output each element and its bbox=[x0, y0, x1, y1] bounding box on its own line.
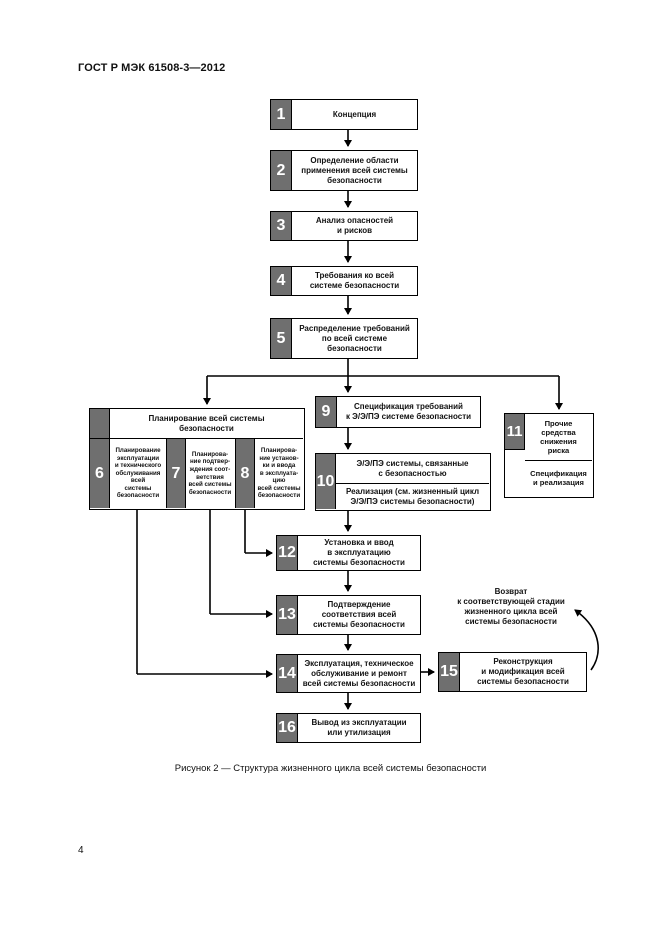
stage-number: 1 bbox=[271, 100, 292, 129]
stage-15-modification: 15 Реконструкция и модификация всей сист… bbox=[438, 652, 587, 692]
stage-number: 3 bbox=[271, 212, 292, 240]
stage-7-number: 7 bbox=[166, 439, 186, 508]
stage-number: 10 bbox=[316, 454, 336, 509]
stage-label: Вывод из эксплуатации или утилизация bbox=[311, 718, 407, 737]
stage-2-scope: 2 Определение области применения всей си… bbox=[270, 150, 418, 191]
stage-number: 13 bbox=[277, 596, 298, 634]
return-note: Возврат к соответствующей стадии жизненн… bbox=[457, 587, 565, 626]
stage-label: Распределение требований по всей системе… bbox=[299, 323, 410, 353]
stage-9-ee-pe-requirements: 9 Спецификация требований к Э/Э/ПЭ систе… bbox=[315, 396, 481, 428]
divider bbox=[336, 483, 489, 484]
stage-10-label: Э/Э/ПЭ системы, связанные с безопасность… bbox=[356, 459, 469, 478]
divider bbox=[90, 438, 303, 439]
stage-label: Анализ опасностей и рисков bbox=[315, 216, 394, 235]
stage-5-allocation: 5 Распределение требований по всей систе… bbox=[270, 318, 418, 359]
stage-label: Требования ко всей системе безопасности bbox=[309, 271, 400, 290]
stage-number: 9 bbox=[316, 397, 337, 427]
divider bbox=[525, 460, 592, 461]
stage-number: 15 bbox=[439, 653, 460, 691]
stage-4-requirements: 4 Требования ко всей системе безопасност… bbox=[270, 266, 418, 296]
stage-11-implementation: Спецификация и реализация bbox=[530, 469, 587, 487]
stage-8-number: 8 bbox=[235, 439, 255, 508]
page-number: 4 bbox=[78, 845, 84, 856]
stage-number: 14 bbox=[277, 655, 298, 692]
planning-group: Планирование всей системы безопасности 6… bbox=[89, 408, 305, 510]
stage-label: Подтверждение соответствия всей системы … bbox=[313, 600, 405, 629]
stage-label: Эксплуатация, техническое обслуживание и… bbox=[302, 658, 416, 688]
stage-label: Концепция bbox=[332, 109, 377, 119]
stage-label: Спецификация требований к Э/Э/ПЭ системе… bbox=[345, 402, 472, 421]
stage-3-hazard-analysis: 3 Анализ опасностей и рисков bbox=[270, 211, 418, 241]
stage-number: 12 bbox=[277, 536, 298, 570]
planning-title-shade bbox=[90, 409, 110, 439]
figure-caption: Рисунок 2 — Структура жизненного цикла в… bbox=[174, 763, 487, 774]
stage-6-label: Планирование эксплуатации и технического… bbox=[114, 446, 162, 500]
stage-6-number: 6 bbox=[90, 439, 110, 508]
stage-number: 2 bbox=[271, 151, 292, 190]
stage-10-implementation: Реализация (см. жизненный цикл Э/Э/ПЭ си… bbox=[345, 486, 480, 506]
stage-number: 16 bbox=[277, 714, 298, 742]
stage-label: Реконструкция и модификация всей системы… bbox=[477, 657, 569, 686]
stage-11-label: Прочие средства снижения риска bbox=[540, 419, 577, 455]
stage-label: Установка и ввод в эксплуатацию системы … bbox=[313, 538, 405, 567]
stage-number: 4 bbox=[271, 267, 292, 295]
stage-14-operation: 14 Эксплуатация, техническое обслуживани… bbox=[276, 654, 421, 693]
planning-title: Планирование всей системы безопасности bbox=[148, 414, 265, 433]
stage-8-label: Планирова- ние установ- ки и ввода в экс… bbox=[257, 446, 301, 500]
stage-number: 11 bbox=[505, 414, 525, 450]
stage-7-label: Планирова- ние подтвер- ждения соот- вет… bbox=[188, 450, 232, 496]
stage-label: Определение области применения всей сист… bbox=[301, 155, 408, 185]
stage-11-other-risk-reduction: 11 Прочие средства снижения риска Специф… bbox=[504, 413, 594, 498]
stage-10-ee-pe-systems: 10 Э/Э/ПЭ системы, связанные с безопасно… bbox=[315, 453, 491, 511]
stage-13-validation: 13 Подтверждение соответствия всей систе… bbox=[276, 595, 421, 635]
stage-1-concept: 1 Концепция bbox=[270, 99, 418, 130]
stage-12-installation: 12 Установка и ввод в эксплуатацию систе… bbox=[276, 535, 421, 571]
stage-16-decommissioning: 16 Вывод из эксплуатации или утилизация bbox=[276, 713, 421, 743]
document-header: ГОСТ Р МЭК 61508-3—2012 bbox=[78, 62, 226, 74]
stage-number: 5 bbox=[271, 319, 292, 358]
